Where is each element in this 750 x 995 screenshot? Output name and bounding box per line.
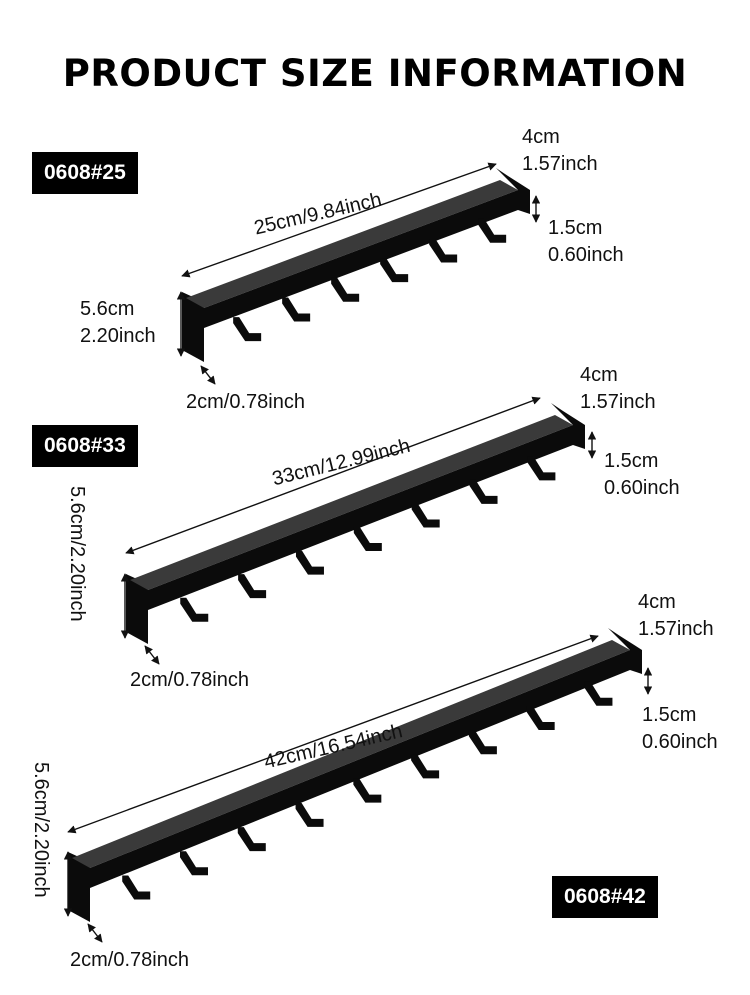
rack-2-bar-top (130, 415, 573, 590)
rack-3-hook-2 (180, 851, 208, 876)
rack-1-hook-2 (282, 297, 311, 322)
rack-2-hook-1 (180, 597, 209, 622)
dim-hook-1 (200, 365, 216, 385)
hook-label-1: 2cm/0.78inch (186, 391, 305, 413)
rack-1-right-lip (496, 168, 530, 214)
rack-3-hook-6 (411, 754, 440, 779)
rack-3-hook-3 (237, 827, 266, 852)
page-title: PRODUCT SIZE INFORMATION (62, 52, 688, 95)
rack-3-hook-4 (295, 802, 324, 827)
rack-1-hook-5 (429, 238, 458, 263)
model-badge-1: 0608#25 (32, 152, 138, 194)
rack-1-hook-1 (233, 317, 262, 342)
height-label-3: 5.6cm/2.20inch (30, 762, 52, 898)
rack-1-hook-4 (380, 258, 409, 283)
dim-length-1 (181, 162, 497, 278)
model-badge-3: 0608#42 (552, 876, 658, 918)
model-badge-2: 0608#33 (32, 425, 138, 467)
rack-2-hook-6 (469, 479, 498, 504)
rack-1-left-plate (182, 292, 204, 362)
rack-3-hook-8 (526, 705, 555, 730)
rack-1-hook-6 (478, 218, 507, 243)
rack-2-hook-7 (527, 456, 556, 481)
rack-3-right-lip (608, 628, 642, 674)
hook-label-2: 2cm/0.78inch (130, 669, 249, 691)
dim-hook-2 (144, 645, 160, 665)
rack-2-hook-4 (353, 527, 382, 552)
rack-3-hook-1 (122, 875, 151, 900)
hook-label-3: 2cm/0.78inch (70, 949, 189, 971)
dim-length-3 (67, 634, 599, 834)
rack-2-hook-2 (238, 574, 267, 599)
rack-3-hook-7 (468, 730, 497, 755)
height-label-2: 5.6cm/2.20inch (66, 486, 88, 622)
dim-hook-3 (87, 923, 103, 943)
rack-2-left-plate (126, 574, 148, 644)
rack-3-hook-9 (584, 681, 613, 706)
rack-3-left-plate (68, 852, 90, 922)
rack-2-hook-3 (295, 550, 324, 575)
rack-2-hook-5 (411, 503, 440, 528)
dim-length-2 (125, 396, 541, 555)
rack-1-hook-3 (331, 277, 360, 302)
rack-2-right-lip (551, 403, 585, 449)
rack-3-hook-5 (353, 778, 382, 803)
